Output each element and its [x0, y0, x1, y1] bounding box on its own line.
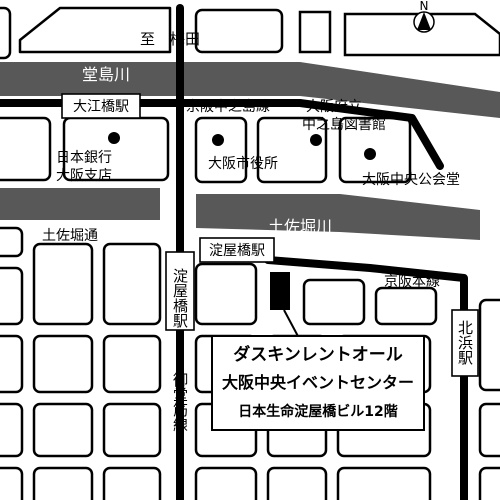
river-dojima-label: 堂島川	[82, 65, 130, 84]
station-yodoyabashi-h	[199, 237, 275, 263]
venue-line-1: ダスキンレントオール	[233, 344, 403, 365]
public-hall-label: 大阪中央公会堂	[362, 172, 460, 188]
venue-line-2: 大阪中央イベントセンター	[222, 373, 414, 392]
venue-building	[270, 272, 290, 310]
boj-label-2: 大阪支店	[56, 168, 112, 184]
venue-box	[211, 335, 425, 431]
library-label-2: 中之島図書館	[302, 116, 386, 133]
library-marker	[310, 134, 322, 146]
river-tosabori-label: 土佐堀川	[268, 217, 332, 236]
city-hall-label: 大阪市役所	[208, 155, 278, 172]
public-hall-marker	[364, 148, 376, 160]
keihan-nakanoshima-label: 京阪中之島線	[186, 99, 270, 115]
umeda-label: 至 梅田	[140, 30, 200, 48]
compass-label: N	[420, 0, 429, 13]
compass: N	[413, 0, 435, 33]
station-yodoyabashi-v-label: 淀屋橋駅	[171, 268, 189, 328]
keihan-main-label: 京阪本線	[384, 274, 440, 290]
river-dojima	[0, 62, 500, 118]
north-arrow-icon	[417, 12, 431, 30]
city-hall-marker	[212, 134, 224, 146]
station-yodoyabashi-h-label: 淀屋橋駅	[209, 243, 265, 259]
street-grid	[0, 6, 500, 500]
station-yodoyabashi-v	[165, 251, 195, 331]
station-kitahama-label: 北浜駅	[456, 320, 474, 365]
tosabori-dori-label: 土佐堀通	[42, 228, 98, 244]
labels: 至 梅田 堂島川 土佐堀川 大江橋駅 京阪中之島線 大阪府立 中之島図書館 日本…	[42, 30, 474, 432]
river-tosabori	[0, 188, 480, 240]
library-label-1: 大阪府立	[306, 99, 362, 115]
boj-label-1: 日本銀行	[56, 150, 112, 166]
venue-line-3: 日本生命淀屋橋ビル12階	[238, 403, 397, 420]
boj-marker	[108, 132, 120, 144]
station-oebashi	[61, 93, 141, 119]
midosuji-label: 御堂筋線	[171, 372, 189, 432]
station-kitahama	[451, 309, 479, 377]
station-oebashi-label: 大江橋駅	[73, 99, 129, 115]
